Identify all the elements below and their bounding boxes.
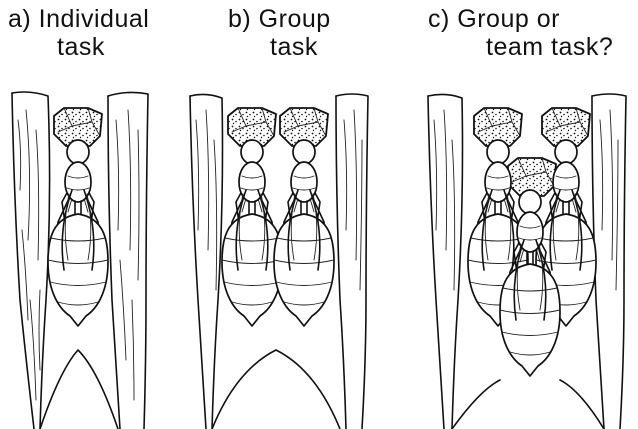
panel-a-illustration xyxy=(12,92,148,429)
panel-b-illustration xyxy=(190,94,368,429)
panel-c-illustration xyxy=(428,94,626,429)
